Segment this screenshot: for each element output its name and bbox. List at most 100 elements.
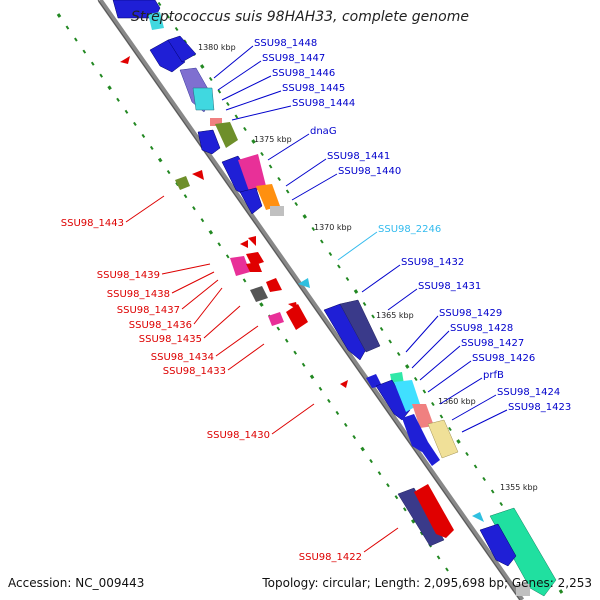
leader-1435 <box>203 305 241 339</box>
inner-tick <box>74 37 78 42</box>
gene-cyan-2246[interactable] <box>298 278 310 288</box>
gene-label-1427[interactable]: SSU98_1427 <box>461 338 524 349</box>
gene-label-dnaG[interactable]: dnaG <box>310 126 337 137</box>
gene-1435-red[interactable] <box>266 278 282 292</box>
gene-label-1422[interactable]: SSU98_1422 <box>299 552 362 563</box>
gene-1424-arrow[interactable] <box>402 414 428 452</box>
gene-label-1431[interactable]: SSU98_1431 <box>418 281 481 292</box>
outer-tick <box>345 276 350 282</box>
gene-1431-box[interactable] <box>339 299 381 353</box>
gene-1436-grey[interactable] <box>250 286 268 302</box>
gene-label-1428[interactable]: SSU98_1428 <box>450 323 513 334</box>
genome-backbone-edge <box>97 0 521 600</box>
gene-1445-box[interactable] <box>192 87 215 111</box>
outer-tick <box>439 414 444 419</box>
gene-1447-arrow[interactable] <box>149 39 186 73</box>
inner-tick <box>402 507 407 512</box>
gene-dnaG-arrow[interactable] <box>197 129 221 155</box>
inner-tick <box>107 85 112 91</box>
inner-tick <box>166 170 171 175</box>
outer-tick <box>302 214 307 219</box>
gene-label-1434[interactable]: SSU98_1434 <box>151 352 214 363</box>
gene-label-1429[interactable]: SSU98_1429 <box>439 308 502 319</box>
gene-label-1435[interactable]: SSU98_1435 <box>139 334 202 345</box>
leader-1447 <box>217 60 262 91</box>
gene-1433-small[interactable] <box>288 302 298 310</box>
gene-blue-lower[interactable] <box>418 442 440 466</box>
gene-1423-box[interactable] <box>427 419 459 459</box>
gene-1443-arrow[interactable] <box>192 170 204 180</box>
gene-1427-arrow[interactable] <box>375 379 411 421</box>
outer-tick <box>294 201 299 207</box>
gene-label-1426[interactable]: SSU98_1426 <box>472 353 535 364</box>
gene-1432-arrow[interactable] <box>323 303 369 361</box>
kbp-scale: 1380 kbp 1375 kbp 1370 kbp 1365 kbp 1360… <box>198 43 538 492</box>
topology-label: Topology: circular; Length: 2,095,698 bp… <box>262 576 592 590</box>
leader-1443 <box>125 195 165 223</box>
tick-row-inner <box>56 13 449 572</box>
outer-tick <box>260 151 264 157</box>
gene-1433-arrow[interactable] <box>286 304 308 330</box>
inner-tick <box>309 374 315 380</box>
inner-tick <box>318 386 323 391</box>
gene-label-1443[interactable]: SSU98_1443 <box>61 218 124 229</box>
gene-prfB-box[interactable] <box>412 404 434 428</box>
gene-label-2246[interactable]: SSU98_2246 <box>378 224 441 235</box>
gene-teal-1355[interactable] <box>489 507 557 597</box>
gene-label-1447[interactable]: SSU98_1447 <box>262 53 325 64</box>
leader-1436 <box>193 287 223 325</box>
gene-label-1436[interactable]: SSU98_1436 <box>129 320 192 331</box>
gene-blue-1355[interactable] <box>479 523 517 567</box>
gene-label-1432[interactable]: SSU98_1432 <box>401 257 464 268</box>
gene-olive-box[interactable] <box>215 122 238 148</box>
gene-label-1441[interactable]: SSU98_1441 <box>327 151 390 162</box>
inner-tick <box>192 206 196 211</box>
gene-blue-mid[interactable] <box>239 187 263 215</box>
gene-cyan-top[interactable] <box>148 12 164 30</box>
gene-1439-arrow-a[interactable] <box>240 240 248 248</box>
gene-label-prfB[interactable]: prfB <box>483 370 504 381</box>
inner-tick <box>225 254 230 259</box>
gene-label-1430[interactable]: SSU98_1430 <box>207 430 270 441</box>
gene-label-1438[interactable]: SSU98_1438 <box>107 289 170 300</box>
gene-label-1439[interactable]: SSU98_1439 <box>97 270 160 281</box>
gene-label-1424[interactable]: SSU98_1424 <box>497 387 560 398</box>
gene-1437-arrow[interactable] <box>246 252 264 266</box>
gene-label-1444[interactable]: SSU98_1444 <box>292 98 355 109</box>
gene-1429-arrow[interactable] <box>366 374 382 388</box>
gene-grey-bottom[interactable] <box>516 584 530 596</box>
gene-label-1446[interactable]: SSU98_1446 <box>272 68 335 79</box>
gene-label-1437[interactable]: SSU98_1437 <box>117 305 180 316</box>
leader-1446 <box>221 75 272 101</box>
gene-1422-arrow[interactable] <box>414 484 454 538</box>
inner-tick <box>419 531 424 536</box>
gene-cyan-1355[interactable] <box>472 512 484 522</box>
gene-orange-box[interactable] <box>256 184 280 210</box>
gene-1422-box[interactable] <box>397 487 445 547</box>
gene-label-1448[interactable]: SSU98_1448 <box>254 38 317 49</box>
inner-tick <box>65 25 70 30</box>
gene-grey-small[interactable] <box>270 206 284 216</box>
gene-1428-box[interactable] <box>390 372 404 384</box>
gene-1444-arrow[interactable] <box>167 35 197 63</box>
gene-1439-arrow-b[interactable] <box>248 236 256 246</box>
inner-tick <box>327 398 331 403</box>
gene-label-1445[interactable]: SSU98_1445 <box>282 83 345 94</box>
outer-tick <box>371 314 375 319</box>
outer-tick <box>200 64 205 69</box>
gene-1430-arrow[interactable] <box>340 380 348 388</box>
gene-1438-box[interactable] <box>230 256 250 276</box>
inner-tick <box>335 410 340 415</box>
gene-1443-box[interactable] <box>175 176 190 190</box>
reverse-gene-labels: SSU98_1443 SSU98_1439 SSU98_1438 SSU98_1… <box>61 195 399 563</box>
gene-label-1433[interactable]: SSU98_1433 <box>163 366 226 377</box>
outer-tick <box>226 101 230 107</box>
inner-tick <box>183 194 188 199</box>
gene-1436-arrow[interactable] <box>246 262 262 272</box>
gene-red-arrow-top[interactable] <box>120 56 130 64</box>
gene-label-1440[interactable]: SSU98_1440 <box>338 166 401 177</box>
gene-1434-pink[interactable] <box>268 312 284 326</box>
outer-tick <box>353 289 359 294</box>
gene-label-1423[interactable]: SSU98_1423 <box>508 402 571 413</box>
gene-1440-box[interactable] <box>238 154 266 194</box>
